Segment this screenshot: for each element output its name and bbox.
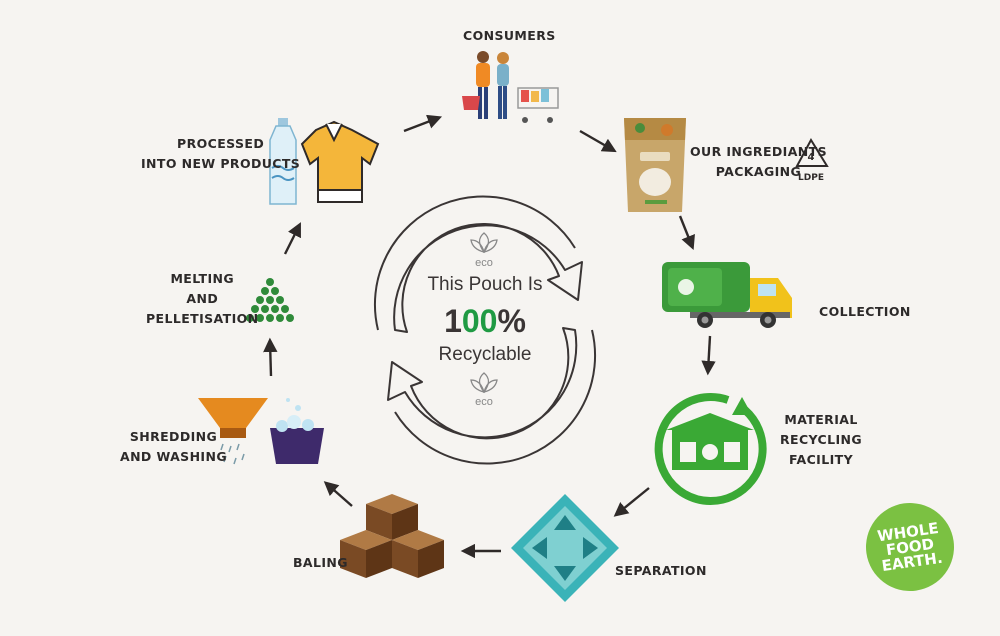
label-consumers-line-1: CONSUMERS: [463, 28, 556, 43]
label-processed-line-1: PROCESSED: [177, 136, 265, 151]
arrow-consumers-to-packaging: [579, 129, 617, 153]
consumers-illustration: [462, 51, 559, 123]
label-melting-line-2: AND: [186, 291, 219, 306]
separation-icon: [511, 494, 619, 602]
center-line-1: This Pouch Is: [427, 274, 543, 295]
center-line-3: Recyclable: [438, 344, 532, 365]
label-shredding-line-1: SHREDDING: [129, 429, 218, 444]
center-arrow-top: [393, 222, 583, 333]
label-shredding-line-2: AND WASHING: [120, 449, 228, 464]
center-arrow-outer-top: [373, 195, 576, 331]
arrow-packaging-to-collection: [678, 215, 695, 251]
wash-tub-illustration: [270, 398, 324, 464]
arrow-processed-to-consumers: [403, 114, 443, 133]
arrow-mrf-to-separation: [613, 487, 650, 517]
mrf-icon: [654, 393, 767, 505]
arrow-melting-to-processed: [283, 222, 301, 255]
percentage-digits: 00: [461, 303, 498, 339]
ldpe-number: 4: [808, 152, 815, 163]
center-arrow-outer-bottom: [394, 329, 597, 465]
pouch-illustration: [624, 118, 686, 212]
eco-leaf-icon-bottom: [470, 372, 498, 394]
label-separation-line-1: SEPARATION: [615, 563, 707, 578]
center-percentage: 100%: [395, 303, 575, 339]
label-processed: PROCESSED INTO NEW PRODUCTS: [141, 134, 300, 174]
label-melting-line-3: PELLETISATION: [146, 311, 259, 326]
label-baling: BALING: [293, 553, 348, 573]
label-melting-line-1: MELTING: [170, 271, 235, 286]
label-collection: COLLECTION: [819, 302, 911, 322]
label-mrf: MATERIAL RECYCLING FACILITY: [780, 410, 862, 470]
cycle-arrows: [263, 114, 716, 559]
label-packaging-line-1: OUR INGREDIANTS: [690, 144, 827, 159]
arrow-shredding-to-melting: [263, 337, 278, 377]
label-collection-line-1: COLLECTION: [819, 304, 911, 319]
eco-leaf-icon-top: [470, 232, 498, 254]
arrow-baling-to-shredding: [323, 481, 353, 507]
label-baling-line-1: BALING: [293, 555, 348, 570]
ldpe-label: LDPE: [798, 173, 824, 183]
label-processed-line-2: INTO NEW PRODUCTS: [141, 156, 301, 171]
label-mrf-line-1: MATERIAL: [784, 412, 858, 427]
eco-label-top: eco: [475, 257, 493, 269]
shredder-illustration: [198, 398, 268, 465]
garbage-truck-illustration: [662, 262, 792, 328]
label-mrf-line-3: FACILITY: [789, 452, 854, 467]
label-consumers: CONSUMERS: [463, 26, 556, 46]
percentage-prefix: 1: [444, 303, 462, 339]
arrow-collection-to-mrf: [701, 335, 716, 376]
bales-illustration: [340, 494, 444, 578]
pellets-illustration: [246, 278, 294, 322]
label-shredding: SHREDDING AND WASHING: [120, 427, 227, 467]
label-packaging-line-2: PACKAGING: [715, 164, 802, 179]
label-separation: SEPARATION: [615, 561, 707, 581]
label-mrf-line-2: RECYCLING: [780, 432, 863, 447]
center-arrow-bottom: [387, 327, 578, 440]
center-recycle-arrows: [373, 195, 597, 465]
eco-label-bottom: eco: [475, 396, 493, 408]
ldpe-recycle-icon: [795, 137, 829, 167]
percentage-suffix: %: [497, 303, 526, 339]
label-packaging: OUR INGREDIANTS PACKAGING: [690, 142, 827, 182]
bottle-illustration: [269, 118, 297, 205]
label-melting: MELTING AND PELLETISATION: [146, 269, 259, 329]
tshirt-illustration: [300, 120, 380, 203]
